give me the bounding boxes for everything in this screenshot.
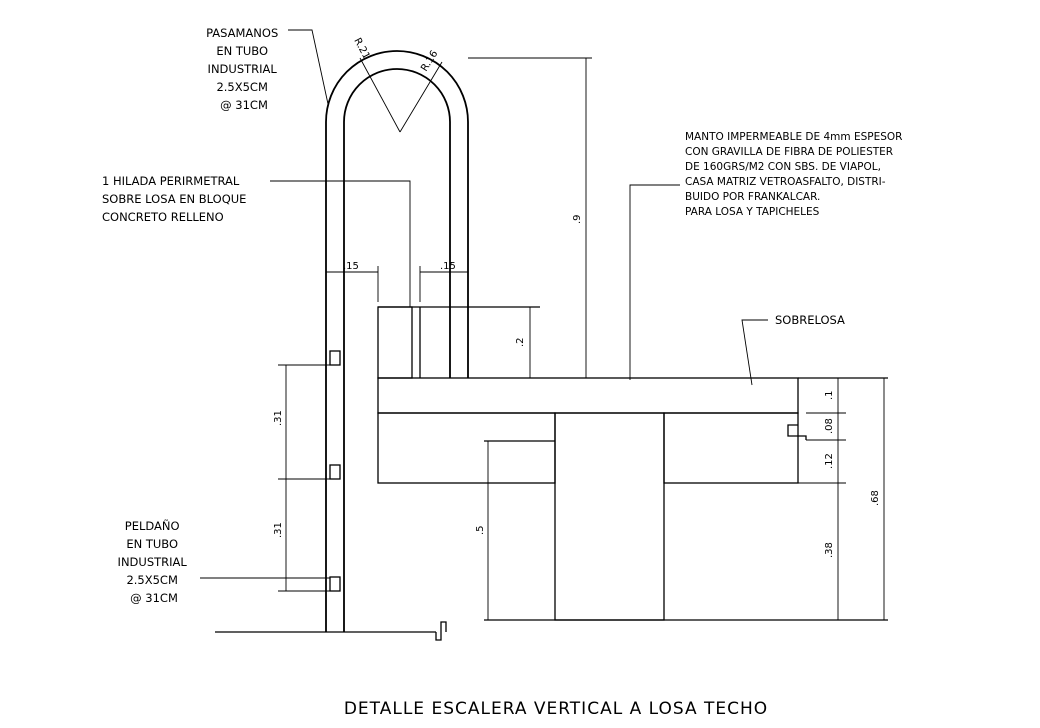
dim-step-lower: .31 (273, 522, 284, 538)
dim-rail-gap-left: .15 (343, 261, 359, 272)
radius-outer-label: R.21 (351, 36, 371, 61)
dim-rail-height: .9 (572, 214, 583, 224)
dim-total: .68 (870, 490, 881, 506)
slab-hatched (377, 412, 807, 484)
leader-lines (200, 29, 768, 579)
dim-curb-height: .2 (515, 337, 526, 347)
concrete-beam (484, 412, 888, 621)
ground-line (215, 621, 447, 641)
manto-label: MANTO IMPERMEABLE DE 4mm ESPESOR CON GRA… (685, 131, 906, 218)
drawing-title: DETALLE ESCALERA VERTICAL A LOSA TECHO (344, 699, 768, 719)
dimension-lines (278, 57, 885, 620)
dim-step-upper: .31 (273, 410, 284, 426)
peldano-label: PELDAÑO EN TUBO INDUSTRIAL 2.5X5CM @ 31C… (118, 518, 191, 605)
sobrelosa-layer (377, 377, 888, 414)
ladder-steps (329, 350, 341, 592)
handrail-hoop (325, 50, 469, 632)
dim-layer-slab: .12 (824, 453, 835, 469)
dim-rail-gap-right: .15 (440, 261, 456, 272)
hilada-label: 1 HILADA PERIRMETRAL SOBRE LOSA EN BLOQU… (102, 174, 250, 224)
dim-layer-top: .1 (824, 390, 835, 400)
pasamanos-label: PASAMANOS EN TUBO INDUSTRIAL 2.5X5CM @ 3… (206, 26, 282, 112)
dim-layer-beam: .38 (824, 542, 835, 558)
sobrelosa-label: SOBRELOSA (775, 313, 845, 327)
dim-layer-mid: .08 (824, 418, 835, 434)
dim-beam-depth: .5 (475, 525, 486, 535)
